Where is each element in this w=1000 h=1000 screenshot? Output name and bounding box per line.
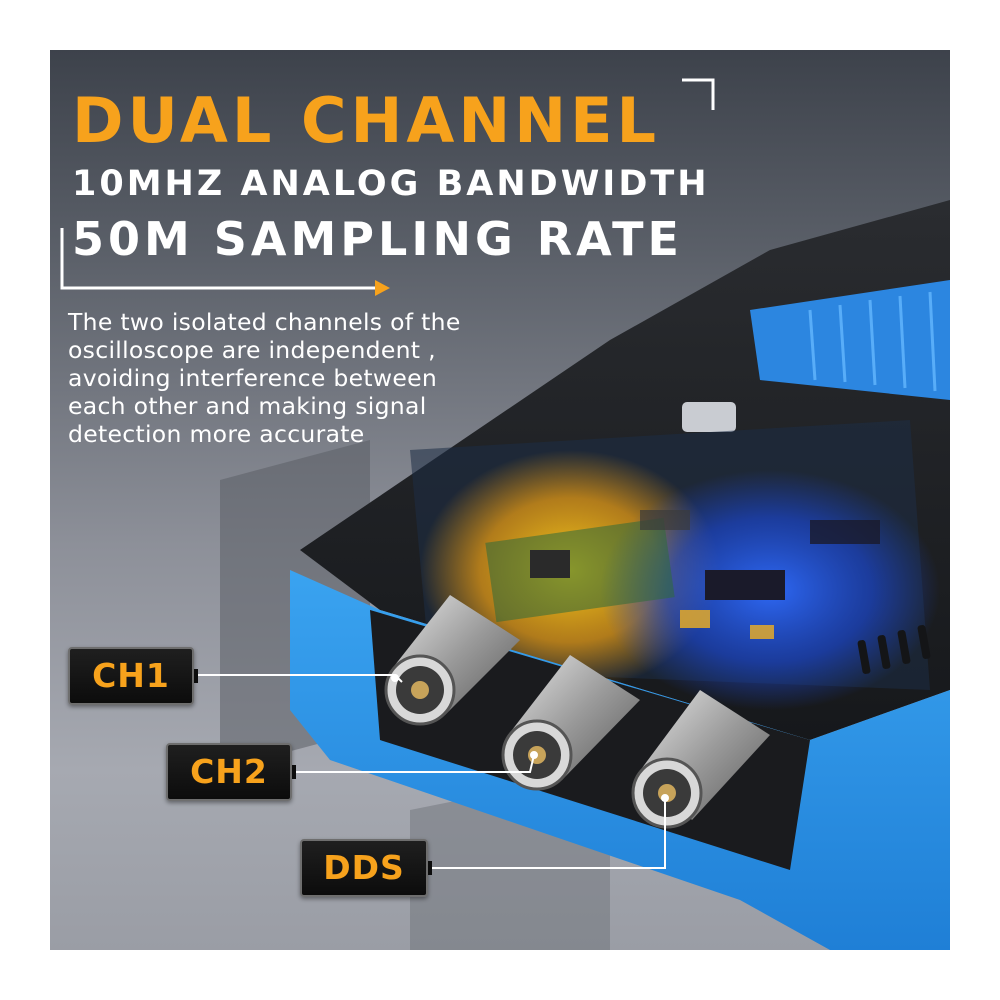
screen-ridges	[808, 291, 937, 392]
bnc-connector-ch1	[384, 595, 520, 726]
pointer-lines	[192, 674, 669, 869]
title-bracket	[60, 78, 715, 290]
description-line: oscilloscope are independent ,	[68, 336, 436, 364]
ch2-label: CH2	[166, 743, 296, 801]
description-line: avoiding interference between	[68, 364, 438, 392]
description-line: The two isolated channels of the	[68, 308, 461, 336]
product-banner: DUAL CHANNEL 10MHZ ANALOG BANDWIDTH 50M …	[50, 50, 950, 950]
headline: DUAL CHANNEL	[72, 84, 660, 157]
description: The two isolated channels of the oscillo…	[68, 308, 538, 448]
description-line: detection more accurate	[68, 420, 365, 448]
bnc-connector-dds	[631, 690, 770, 829]
description-line: each other and making signal	[68, 392, 427, 420]
sampling-rate-subheadline: 50M SAMPLING RATE	[72, 212, 683, 266]
side-vents	[857, 625, 931, 674]
circuit-board	[485, 510, 880, 639]
bandwidth-subheadline: 10MHZ ANALOG BANDWIDTH	[72, 164, 710, 204]
ch1-label: CH1	[68, 647, 198, 705]
device-button	[682, 402, 736, 432]
dds-label: DDS	[300, 839, 432, 897]
oscilloscope-illustration	[60, 78, 950, 950]
arrow-icon	[375, 280, 390, 296]
